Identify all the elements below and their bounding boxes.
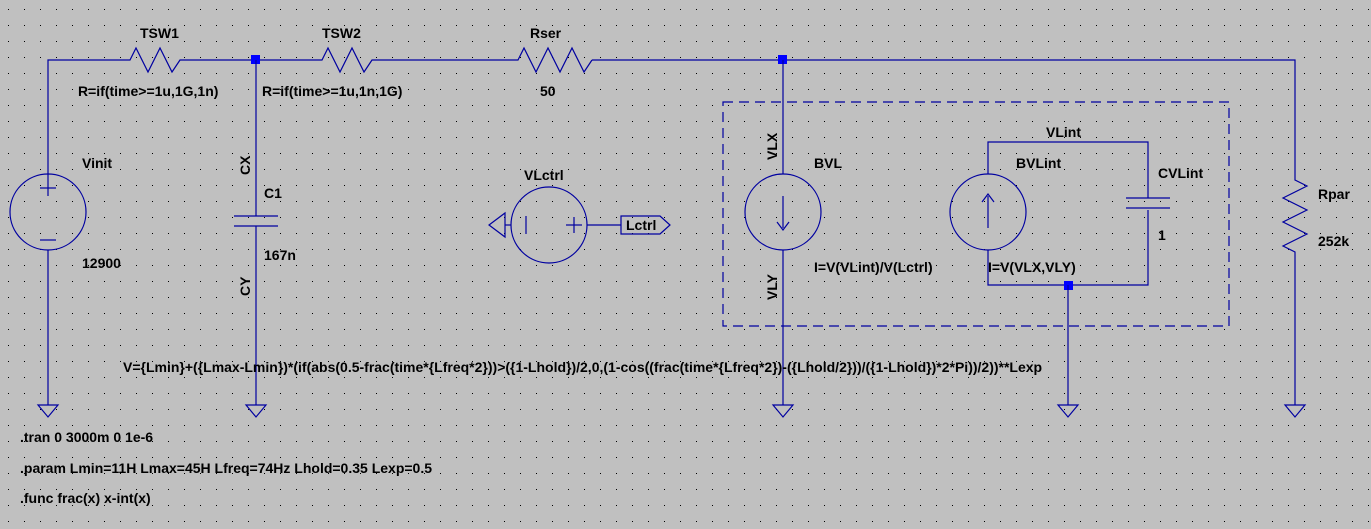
bvl-value: I=V(VLint)/V(Lctrl): [814, 259, 933, 275]
vinit-name: Vinit: [82, 155, 112, 171]
tran-directive[interactable]: .tran 0 3000m 0 1e-6: [20, 429, 153, 445]
vinit-value: 12900: [82, 255, 121, 271]
voltage-source-vlctrl[interactable]: [488, 186, 621, 264]
junction-node: [778, 55, 787, 64]
top-wires: [47, 59, 1296, 180]
param-directive[interactable]: .param Lmin=11H Lmax=45H Lfreq=74Hz Lhol…: [20, 460, 432, 476]
ground-icon: [1283, 404, 1307, 418]
resistor-rser[interactable]: [508, 46, 593, 74]
net-label-cy: CY: [237, 276, 253, 296]
capacitor-cvlint[interactable]: [1126, 197, 1170, 209]
ground-icon: [36, 404, 60, 418]
net-label-cx: CX: [237, 155, 253, 175]
rpar-name: Rpar: [1318, 186, 1350, 202]
cvlint-name: CVLint: [1158, 165, 1203, 181]
rser-name: Rser: [530, 25, 562, 41]
resistor-tsw1[interactable]: [118, 46, 186, 74]
ground-icon: [1056, 404, 1080, 418]
net-label-vlx: VLX: [764, 132, 780, 160]
tsw1-value: R=if(time>=1u,1G,1n): [78, 83, 218, 99]
bvl-name: BVL: [814, 155, 842, 171]
c1-value: 167n: [264, 247, 296, 263]
ground-icon: [771, 404, 795, 418]
rser-value: 50: [540, 83, 556, 99]
subcircuit-boundary-box: [722, 101, 1230, 327]
resistor-tsw2[interactable]: [312, 46, 378, 74]
tsw2-value: R=if(time>=1u,1n,1G): [262, 83, 402, 99]
tsw1-name: TSW1: [140, 25, 179, 41]
vlctrl-expression: V={Lmin}+({Lmax-Lmin})*(if(abs(0.5-frac(…: [123, 359, 1042, 375]
resistor-rpar[interactable]: [1281, 175, 1309, 405]
vlctrl-name: VLctrl: [524, 167, 564, 183]
tsw2-name: TSW2: [322, 25, 361, 41]
net-label-lctrl: Lctrl: [626, 217, 656, 233]
junction-node: [251, 55, 260, 64]
cvlint-value: 1: [1158, 227, 1166, 243]
net-flag-lctrl[interactable]: [620, 215, 671, 235]
rpar-value: 252k: [1318, 233, 1349, 249]
bvlint-name: BVLint: [1016, 155, 1061, 171]
current-source-bvl[interactable]: [744, 60, 822, 405]
ground-icon: [244, 404, 268, 418]
net-label-vly: VLY: [764, 273, 780, 300]
bvlint-value: I=V(VLX,VLY): [988, 259, 1076, 275]
net-label-vlint: VLint: [1046, 124, 1081, 140]
func-directive[interactable]: .func frac(x) x-int(x): [20, 490, 151, 506]
capacitor-c1[interactable]: [234, 60, 278, 405]
c1-name: C1: [264, 185, 282, 201]
voltage-source-vinit[interactable]: [9, 173, 87, 405]
